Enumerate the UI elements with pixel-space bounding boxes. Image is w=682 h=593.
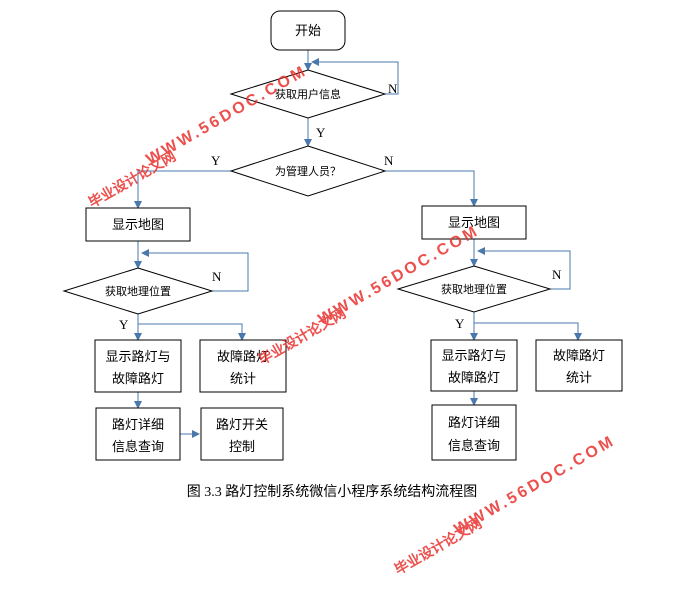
label-user-info-yes: Y [316, 125, 326, 140]
node-switch-control-line2: 控制 [229, 439, 255, 454]
node-fault-stats-right-line2: 统计 [566, 370, 592, 385]
edge-user-info-no-loop [311, 58, 399, 95]
edge-left-location-no-loop [141, 249, 249, 292]
node-show-lights-right-line2: 故障路灯 [448, 370, 500, 385]
node-start: 开始 [270, 10, 346, 51]
label-admin-no: N [384, 153, 394, 168]
node-fault-stats-left: 故障路灯 统计 [199, 339, 287, 393]
figure-caption: 图 3.3 路灯控制系统微信小程序系统结构流程图 [187, 484, 478, 500]
label-location-right-yes: Y [455, 316, 465, 331]
node-show-lights-right-line1: 显示路灯与 [441, 348, 506, 363]
node-is-admin-label: 为管理人员？ [275, 164, 341, 178]
label-user-info-no: N [388, 81, 398, 96]
edge-right-location-no-loop [477, 247, 571, 290]
node-show-map-right-label: 显示地图 [448, 215, 500, 230]
edge-admin-no [385, 170, 478, 207]
node-switch-control-line1: 路灯开关 [216, 417, 268, 432]
node-detail-left-line2: 信息查询 [112, 439, 164, 454]
node-detail-right: 路灯详细 信息查询 [431, 404, 517, 461]
label-location-left-yes: Y [119, 317, 129, 332]
node-show-map-right: 显示地图 [421, 205, 527, 240]
edge-right-location-to-fault [474, 322, 582, 341]
node-get-user-info-label: 获取用户信息 [275, 87, 341, 101]
node-fault-stats-left-line1: 故障路灯 [217, 349, 269, 364]
node-is-admin: 为管理人员？ [229, 145, 387, 197]
edge-left-location-to-fault [138, 323, 246, 341]
node-detail-right-line1: 路灯详细 [448, 415, 500, 430]
node-show-lights-left-line2: 故障路灯 [112, 371, 164, 386]
node-start-label: 开始 [295, 23, 321, 38]
node-fault-stats-left-line2: 统计 [230, 371, 256, 386]
node-detail-left: 路灯详细 信息查询 [95, 407, 181, 461]
watermark-1: 毕业设计论文网 WWW.56DOC.COM [86, 62, 311, 211]
node-show-lights-right: 显示路灯与 故障路灯 [430, 339, 518, 392]
watermark-1-url: WWW.56DOC.COM [144, 62, 311, 168]
node-get-location-right-label: 获取地理位置 [441, 282, 507, 296]
node-show-map-left: 显示地图 [85, 207, 191, 242]
node-switch-control: 路灯开关 控制 [200, 407, 284, 461]
node-get-user-info: 获取用户信息 [229, 69, 387, 119]
node-get-location-left-label: 获取地理位置 [105, 284, 171, 298]
label-admin-yes: Y [211, 153, 221, 168]
node-get-location-left: 获取地理位置 [62, 267, 214, 315]
node-fault-stats-right: 故障路灯 统计 [535, 339, 623, 392]
node-show-lights-left: 显示路灯与 故障路灯 [94, 339, 182, 393]
node-show-map-left-label: 显示地图 [112, 217, 164, 232]
node-detail-left-line1: 路灯详细 [112, 417, 164, 432]
node-show-lights-left-line1: 显示路灯与 [105, 349, 170, 364]
label-location-right-no: N [552, 267, 562, 282]
node-detail-right-line2: 信息查询 [448, 438, 500, 453]
node-get-location-right: 获取地理位置 [396, 265, 552, 313]
edge-admin-yes [134, 170, 231, 209]
connectors [134, 50, 582, 438]
node-fault-stats-right-line1: 故障路灯 [553, 348, 605, 363]
label-location-left-no: N [212, 269, 222, 284]
